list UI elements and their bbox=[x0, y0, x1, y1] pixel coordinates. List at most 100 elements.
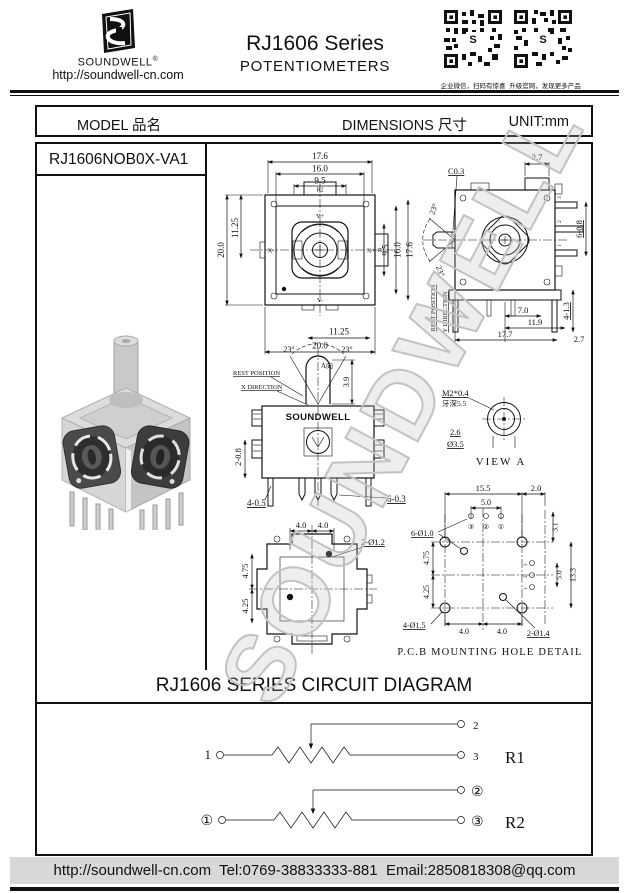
dim: 4.0 bbox=[497, 627, 507, 636]
pad-number: 1 bbox=[524, 587, 529, 590]
dim: 13.3 bbox=[569, 568, 578, 582]
terminal-label: ① bbox=[200, 814, 213, 829]
axis-y-plus: Y+ bbox=[316, 213, 325, 220]
top-view-drawing: R2 R1 Y+ Y- X- X+ 17.6 16.0 9.5 20.0 11.… bbox=[216, 151, 415, 354]
side-view-drawing: C0.3 23° 23° REST POSITION Y DIRECTION 3… bbox=[422, 152, 588, 344]
qr-code-website: S bbox=[514, 10, 572, 68]
r2-label: R2 bbox=[505, 813, 525, 832]
brand-embossed: SOUNDWELL bbox=[286, 412, 351, 423]
company-website: http://soundwell-cn.com bbox=[52, 68, 184, 82]
circuit-title-row: RJ1606 SERIES CIRCUIT DIAGRAM bbox=[37, 670, 591, 704]
dim: 3.9 bbox=[341, 377, 351, 388]
qr-center-logo: S bbox=[539, 34, 546, 46]
dim: 3.1 bbox=[551, 522, 560, 532]
front-view-drawing: 23° 23° A向 3.9 REST POSITION X DIRECTION… bbox=[233, 343, 406, 512]
footer-contact: http://soundwell-cn.com Tel:0769-3883333… bbox=[53, 862, 576, 879]
dim: 4.75 bbox=[240, 564, 250, 579]
dim: 2-Ø1.4 bbox=[527, 629, 549, 638]
dim: 17.6 bbox=[312, 151, 328, 161]
y-direction-label: Y DIRECTION bbox=[442, 291, 449, 332]
dim: 20.0 bbox=[216, 242, 226, 258]
dim: 17.6 bbox=[405, 242, 415, 258]
dim: 11.25 bbox=[230, 218, 240, 238]
pad-number: ② bbox=[483, 523, 489, 531]
soundwell-logo-icon bbox=[102, 9, 135, 53]
dimension-drawings: R2 R1 Y+ Y- X- X+ 17.6 16.0 9.5 20.0 11.… bbox=[216, 151, 588, 658]
angle-label: 23° bbox=[434, 264, 447, 278]
dim: 5.0 bbox=[481, 498, 491, 507]
dim: 4-Ø1.5 bbox=[403, 621, 425, 630]
angle-label: 23° bbox=[427, 202, 440, 216]
dim: 4.0 bbox=[459, 627, 469, 636]
dim: 11.9 bbox=[528, 317, 543, 327]
top-view-r2-label: R2 bbox=[316, 188, 323, 194]
rest-position-label: REST POSITION bbox=[430, 284, 437, 331]
dim: 15.5 bbox=[476, 483, 491, 493]
pin-number: 1 bbox=[557, 244, 563, 247]
chamfer-label: C0.3 bbox=[448, 166, 464, 176]
dim: 6-Ø1.0 bbox=[411, 529, 433, 538]
qr-left-caption: 企业微信，扫码有惊喜 bbox=[440, 83, 506, 90]
dim: 6-0.8 bbox=[574, 220, 584, 238]
dim: 2.7 bbox=[574, 334, 585, 344]
dim: 4.25 bbox=[240, 599, 250, 614]
dim: 4.75 bbox=[422, 551, 431, 565]
dim: 16.0 bbox=[393, 242, 403, 258]
product-3d-image bbox=[60, 335, 192, 530]
product-type: POTENTIOMETERS bbox=[239, 58, 391, 75]
dim: 4-0.5 bbox=[247, 498, 266, 508]
r1-label: R1 bbox=[505, 748, 525, 767]
terminal-label: 3 bbox=[473, 751, 479, 763]
angle-label: 23° bbox=[283, 345, 294, 354]
axis-x-plus: X+ bbox=[367, 248, 376, 255]
view-a-drawing: M2*0.4 牙深5.5 2.6 Ø3.5 VIEW A bbox=[442, 388, 526, 468]
pad-number: 2 bbox=[524, 575, 529, 578]
dim: 4-1.3 bbox=[561, 302, 571, 320]
dim: 4.25 bbox=[422, 585, 431, 599]
registered-mark: ® bbox=[152, 56, 159, 63]
table-header-row: MODEL 品名 DIMENSIONS 尺寸 UNIT:mm bbox=[35, 105, 593, 137]
pad-number: 3 bbox=[524, 563, 529, 566]
a-direction-label: A向 bbox=[321, 361, 333, 370]
footer-rule bbox=[10, 887, 619, 891]
dim: 4.0 bbox=[296, 520, 307, 530]
circuit-r2: ① ③ ② R2 bbox=[200, 785, 524, 832]
dim: 9.5 bbox=[314, 176, 326, 186]
footer-bar: http://soundwell-cn.com Tel:0769-3883333… bbox=[10, 857, 619, 884]
dim: 2.7 bbox=[532, 152, 543, 162]
dim: 20.0 bbox=[312, 341, 328, 351]
pad-number: ① bbox=[498, 523, 504, 531]
x-direction-label: X DIRECTION bbox=[241, 384, 283, 391]
terminal-label: ③ bbox=[471, 815, 484, 830]
dim: 2.6 bbox=[450, 427, 461, 437]
dim: 7.0 bbox=[518, 305, 529, 315]
thread-depth: 牙深5.5 bbox=[442, 399, 467, 408]
column-divider bbox=[205, 144, 207, 670]
terminal-label: ② bbox=[471, 785, 484, 800]
pcb-detail-caption: P.C.B MOUNTING HOLE DETAIL bbox=[397, 647, 582, 658]
unit-label: UNIT:mm bbox=[508, 114, 569, 130]
pin-number: 3 bbox=[557, 196, 563, 199]
dim: 2-0.8 bbox=[233, 448, 243, 466]
dimensions-column-label: DIMENSIONS 尺寸 bbox=[342, 118, 467, 134]
axis-x-minus: X- bbox=[268, 248, 275, 255]
dim: 17.7 bbox=[498, 329, 513, 339]
dim: 5.0 bbox=[555, 570, 564, 580]
dim: 9.5 bbox=[381, 244, 391, 256]
series-title: RJ1606 Series bbox=[246, 32, 384, 55]
header-rule-thin bbox=[10, 95, 619, 96]
model-name: RJ1606NOB0X-VA1 bbox=[49, 151, 189, 168]
circuit-r1: 1 3 2 R1 bbox=[205, 720, 525, 767]
terminal-label: 1 bbox=[205, 747, 212, 762]
pin-number: 2 bbox=[557, 220, 563, 223]
dim: 6-0.3 bbox=[387, 494, 406, 504]
terminal-label: 2 bbox=[473, 720, 479, 732]
thread-spec: M2*0.4 bbox=[442, 388, 469, 398]
company-name: SOUNDWELL® bbox=[77, 56, 159, 69]
circuit-section-title: RJ1606 SERIES CIRCUIT DIAGRAM bbox=[155, 675, 473, 696]
dim: Ø3.5 bbox=[447, 439, 464, 449]
view-a-caption: VIEW A bbox=[476, 456, 527, 468]
dim: 16.0 bbox=[312, 164, 328, 174]
model-cell-border bbox=[37, 174, 205, 176]
